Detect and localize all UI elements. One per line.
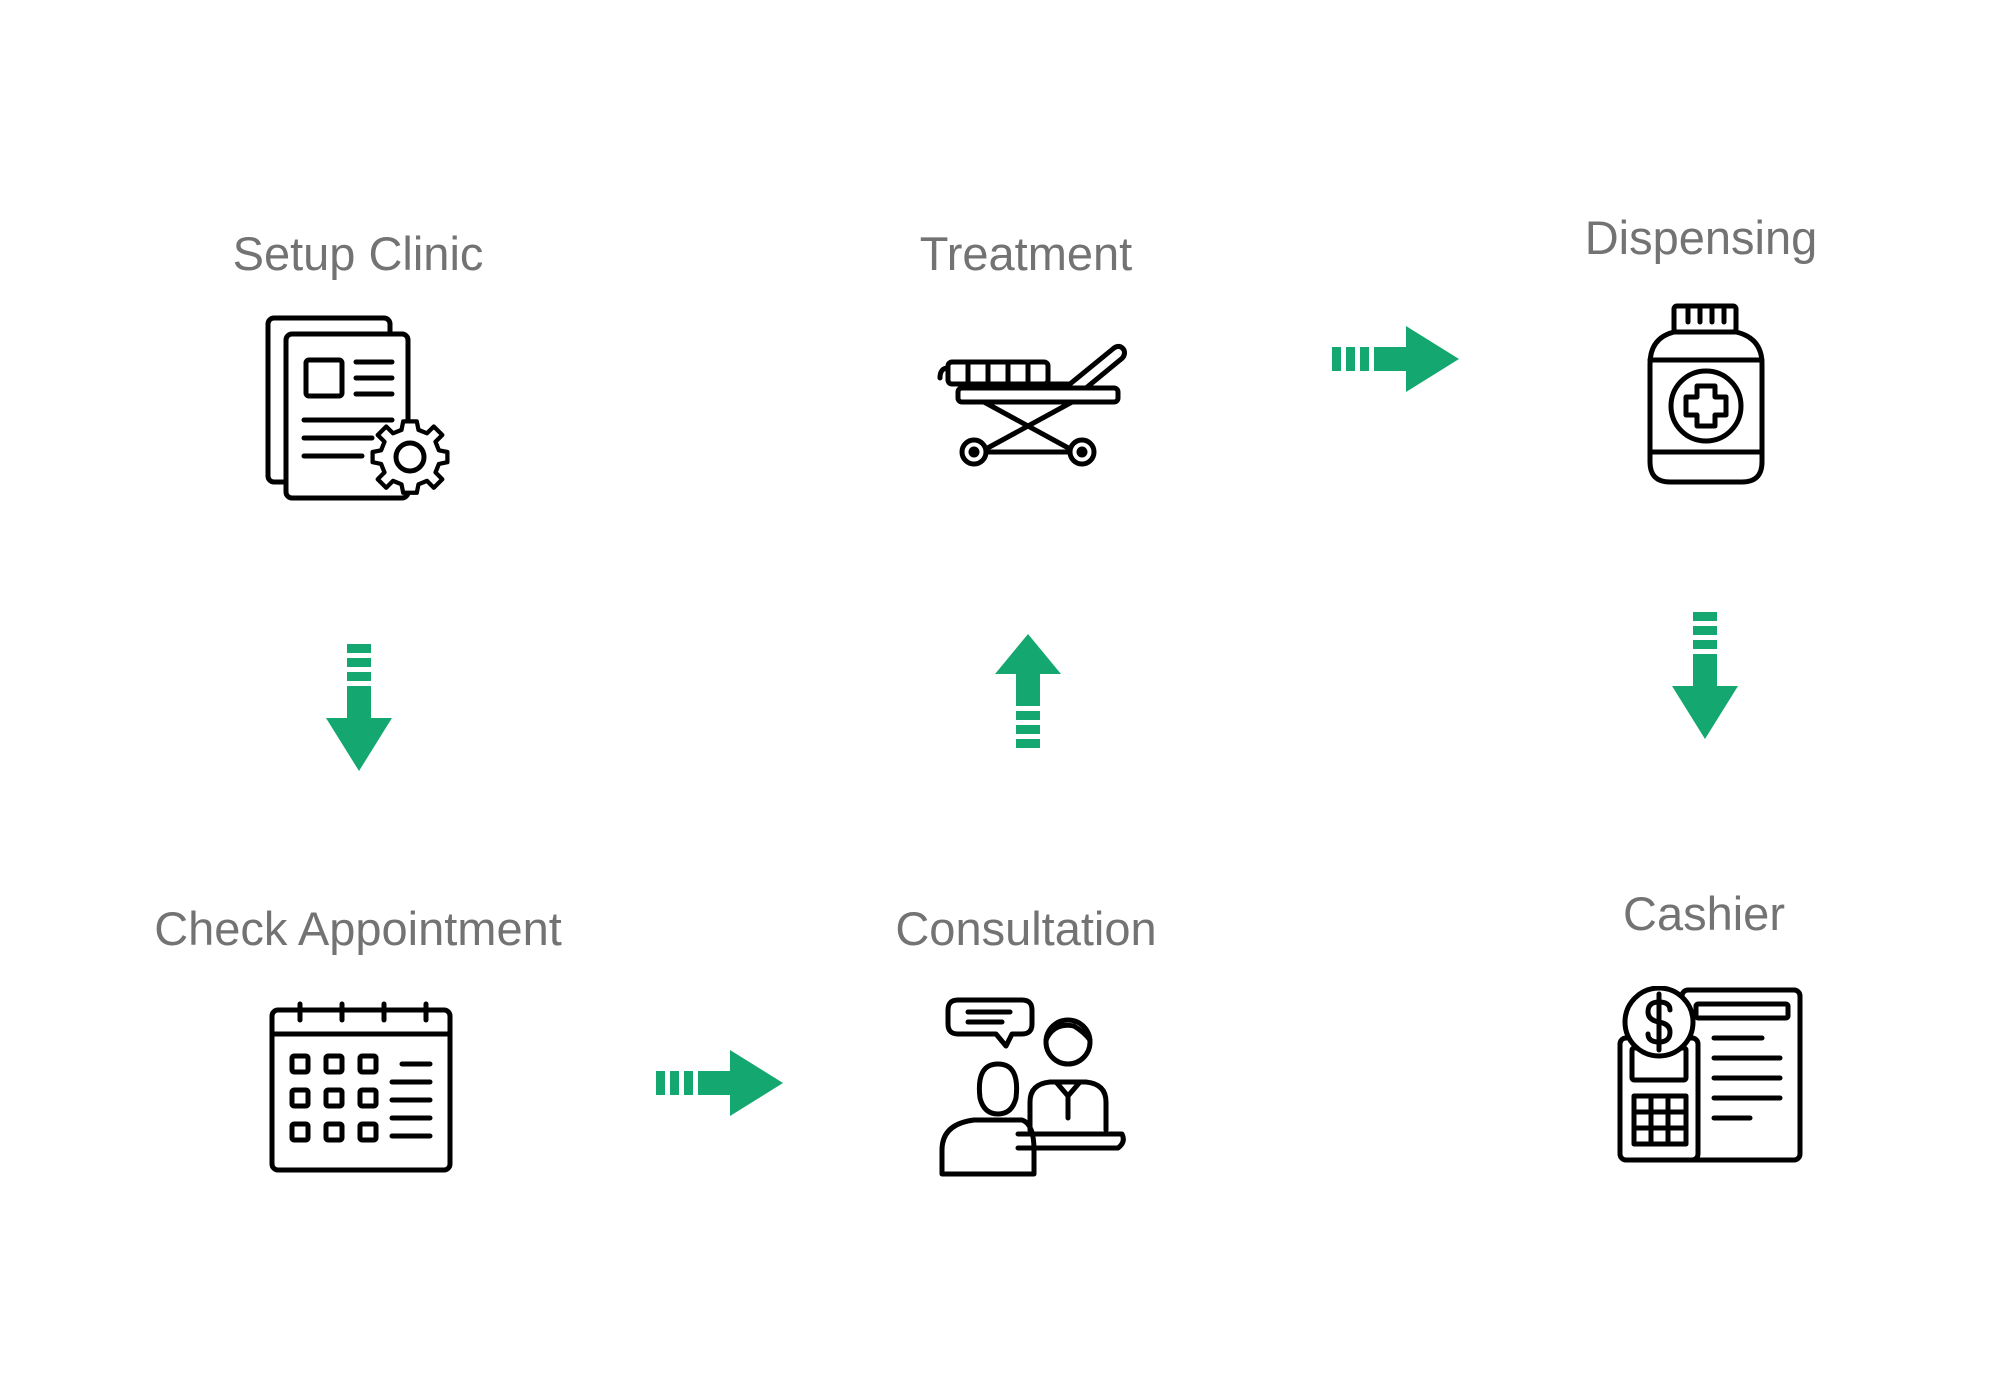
step-label-check-appointment: Check Appointment: [154, 902, 562, 955]
step-label-treatment: Treatment: [919, 227, 1133, 280]
payment-terminal-icon: [1614, 986, 1806, 1164]
arrow-right-icon: [656, 1050, 783, 1116]
calendar-icon: [266, 1000, 456, 1176]
arrow-dispensing-to-cashier: [1672, 612, 1738, 740]
step-label-dispensing: Dispensing: [1584, 211, 1818, 264]
arrow-consultation-to-treatment: [995, 634, 1061, 762]
step-label-cashier: Cashier: [1623, 887, 1785, 940]
arrow-treatment-to-dispensing: [1332, 326, 1460, 392]
arrow-down-icon: [1672, 612, 1738, 739]
doctor-patient-icon: [934, 994, 1130, 1182]
arrow-setup-to-check-appointment: [326, 644, 392, 772]
documents-gear-icon: [262, 312, 458, 502]
arrow-right-icon: [1332, 326, 1459, 392]
stretcher-icon: [934, 338, 1128, 470]
arrow-down-icon: [326, 644, 392, 771]
arrow-up-icon: [995, 634, 1061, 748]
arrow-check-appointment-to-consultation: [656, 1050, 784, 1116]
medicine-bottle-icon: [1644, 300, 1770, 488]
step-label-setup-clinic: Setup Clinic: [232, 227, 484, 280]
step-label-consultation: Consultation: [895, 902, 1157, 955]
